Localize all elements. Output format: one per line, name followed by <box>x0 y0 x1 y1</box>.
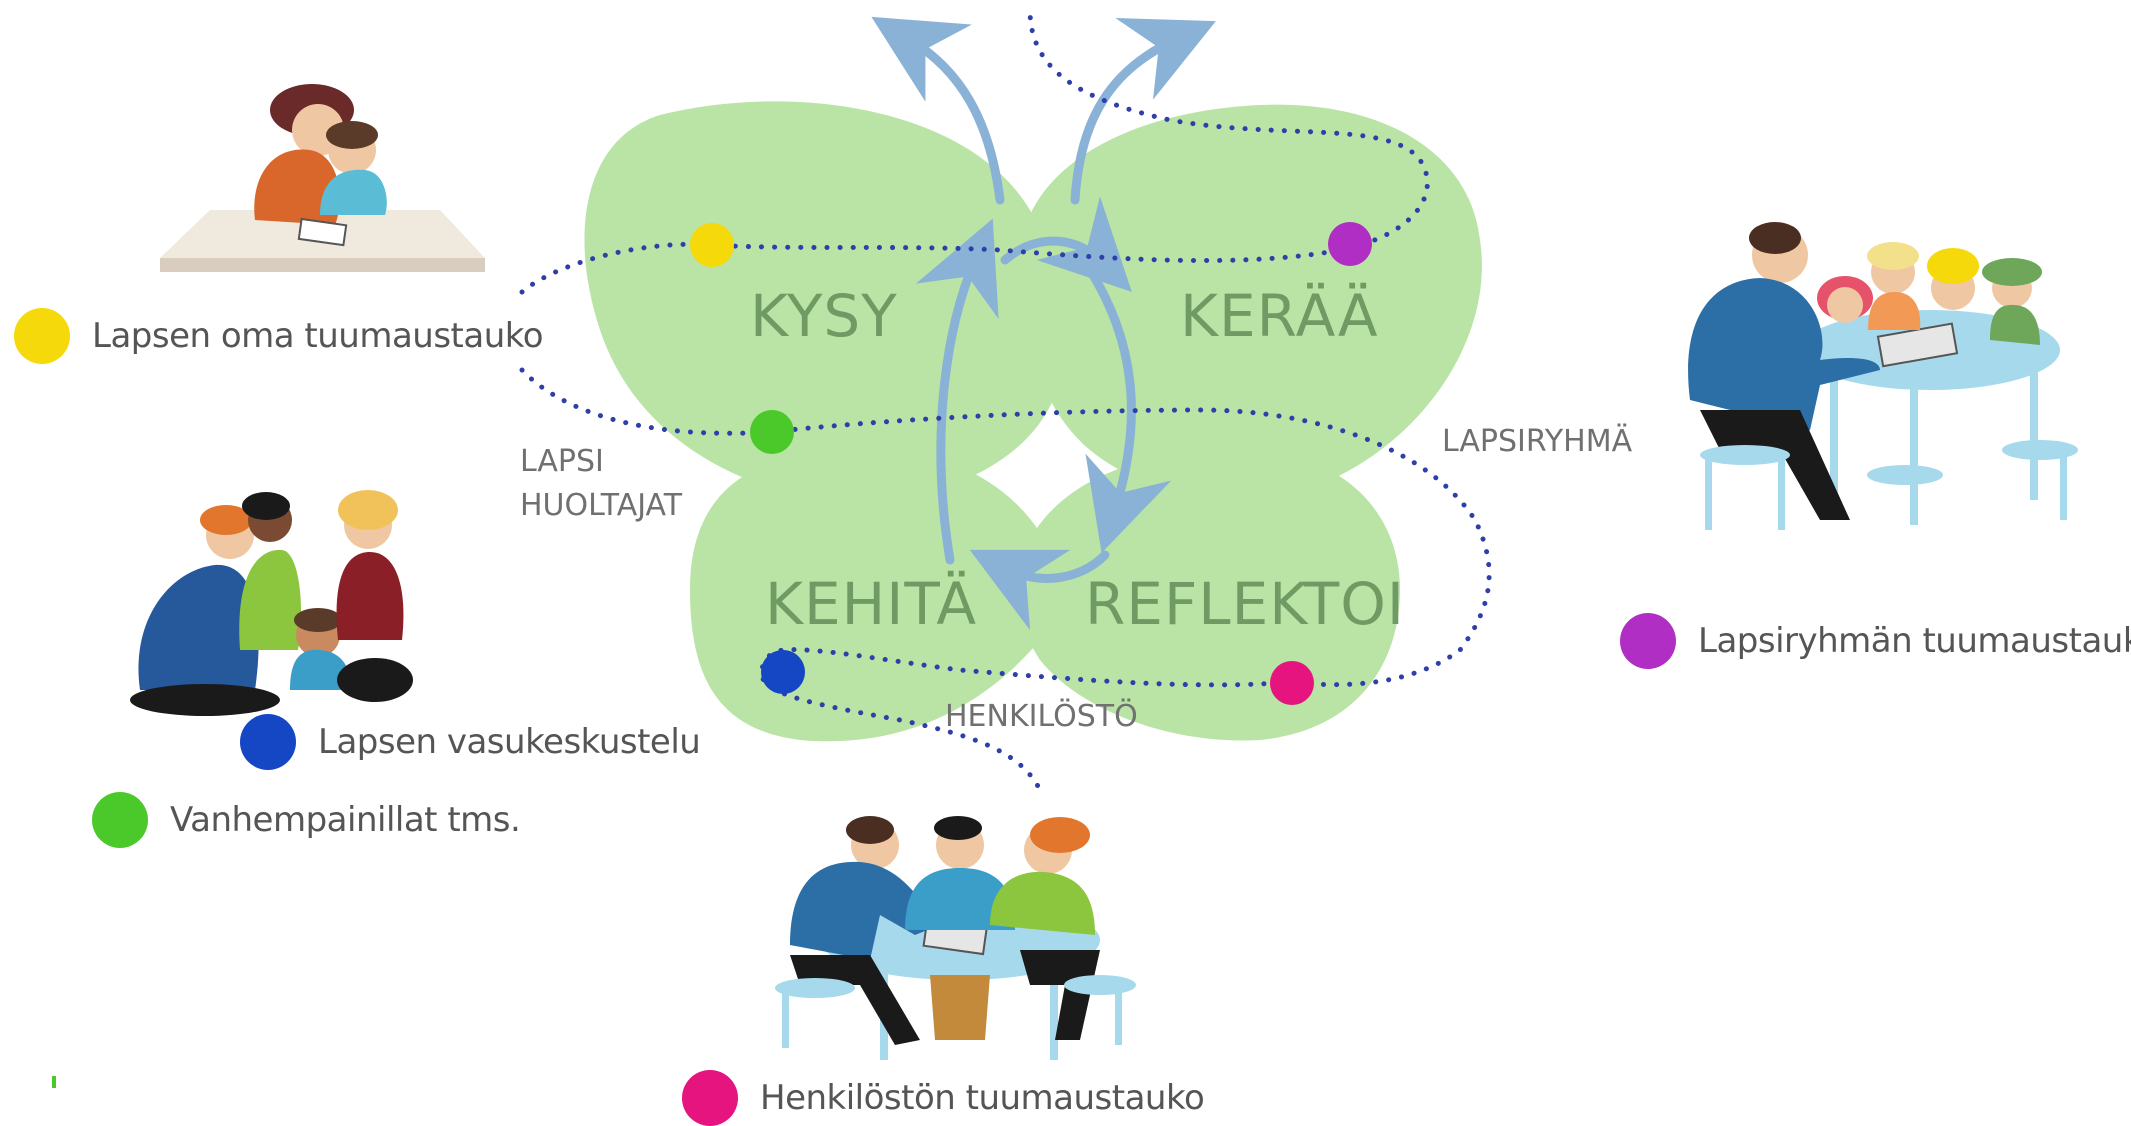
butterfly-wings <box>584 101 1482 742</box>
phase-label-kehita: KEHITÄ <box>765 570 978 638</box>
legend-dot-blue <box>240 714 296 770</box>
phase-label-reflektoi: REFLEKTOI <box>1085 570 1405 638</box>
legend-item-vanhempainillat: Vanhempainillat tms. <box>92 792 521 848</box>
legend-dot-green <box>92 792 148 848</box>
legend-dot-pink <box>682 1070 738 1126</box>
stakeholder-label-lapsiryhma: LAPSIRYHMÄ <box>1442 424 1633 459</box>
legend-item-lapsen-oma-tuumaustauko: Lapsen oma tuumaustauko <box>14 308 544 364</box>
path-middle <box>519 367 1492 688</box>
legend-label: Lapsiryhmän tuumaustauko <box>1698 621 2131 661</box>
cycle-arrows <box>871 16 1216 631</box>
legend-label: Vanhempainillat tms. <box>170 800 521 840</box>
arrow-cycle-top <box>915 218 999 565</box>
dot-blue <box>761 650 805 694</box>
illustration-parent-child <box>160 84 485 272</box>
legend-label: Henkilöstön tuumaustauko <box>760 1078 1205 1118</box>
illustration-group-table <box>1688 222 2078 530</box>
illustration-family <box>130 490 413 716</box>
stakeholder-label-henkilosto: HENKILÖSTÖ <box>945 699 1138 734</box>
arrow-cycle-down <box>1085 265 1172 553</box>
legend-dot-purple <box>1620 613 1676 669</box>
dot-green <box>750 410 794 454</box>
legend-item-lapsen-vasukeskustelu: Lapsen vasukeskustelu <box>240 714 701 770</box>
legend-dot-yellow <box>14 308 70 364</box>
arrow-up-left <box>871 16 1005 205</box>
legend-item-henkiloston-tuumaustauko: Henkilöstön tuumaustauko <box>682 1070 1205 1126</box>
dot-yellow <box>690 223 734 267</box>
legend-label: Lapsen oma tuumaustauko <box>92 316 544 356</box>
phase-label-kysy: KYSY <box>750 282 898 350</box>
dot-purple <box>1328 222 1372 266</box>
dot-pink <box>1270 661 1314 705</box>
legend-label: Lapsen vasukeskustelu <box>318 722 701 762</box>
phase-label-keraa: KERÄÄ <box>1180 282 1379 350</box>
small-mark <box>52 1076 56 1088</box>
stakeholder-label-huoltajat: HUOLTAJAT <box>520 488 683 523</box>
illustration-staff-table <box>775 816 1136 1060</box>
wing-keraa <box>1022 104 1482 497</box>
stakeholder-label-lapsi: LAPSI <box>520 444 604 479</box>
arrow-cycle-right <box>1000 196 1132 292</box>
arrow-cycle-bottom <box>969 549 1110 631</box>
legend-item-lapsiryhman-tuumaustauko: Lapsiryhmän tuumaustauko <box>1620 613 2131 669</box>
